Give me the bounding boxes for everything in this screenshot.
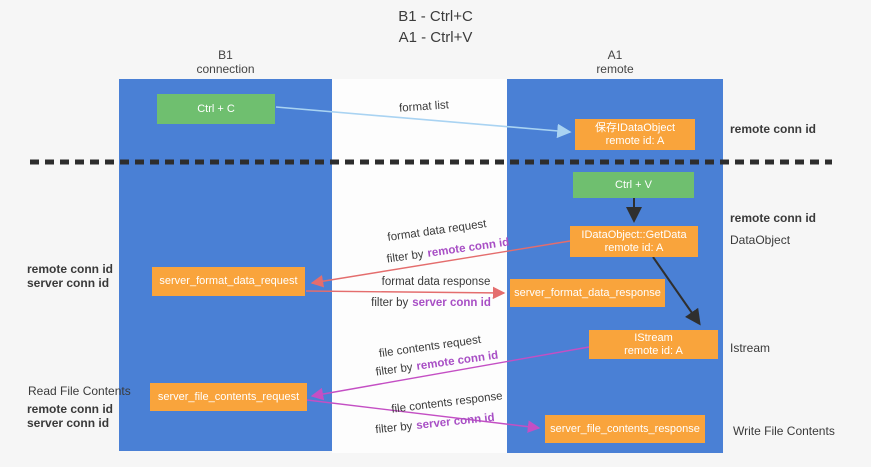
annot-read-file-contents: Read File Contents	[28, 384, 131, 398]
node-ctrl-v-label: Ctrl + V	[615, 178, 652, 191]
node-server-format-data-response: server_format_data_response	[510, 279, 665, 307]
title-line-1: B1 - Ctrl+C	[398, 8, 473, 25]
edge-label-format-data-response: format data response	[382, 276, 491, 288]
diagram-title: B1 - Ctrl+C A1 - Ctrl+V	[0, 6, 871, 48]
annot-write-file-contents: Write File Contents	[733, 424, 835, 438]
node-istream-line1: IStream	[634, 331, 673, 344]
lane-a1-subtitle: remote	[596, 62, 634, 76]
node-getdata-line1: IDataObject::GetData	[581, 228, 687, 241]
node-save-idataobject: 保存IDataObject remote id: A	[575, 119, 695, 150]
node-getdata-line2: remote id: A	[604, 241, 664, 254]
filter-by-text: filter by	[371, 297, 409, 309]
lane-header-a1: A1 remote	[507, 48, 723, 76]
annot-dataobject: DataObject	[730, 233, 791, 247]
node-server-file-contents-request-label: server_file_contents_request	[157, 390, 300, 403]
edge-label-filter-server-1: filter by server conn id	[371, 297, 491, 309]
node-server-format-data-response-label: server_format_data_response	[514, 286, 661, 299]
node-istream-line2: remote id: A	[624, 344, 683, 357]
node-server-format-data-request-label: server_format_data_request	[159, 275, 298, 287]
node-server-file-contents-response: server_file_contents_response	[545, 415, 705, 443]
node-istream: IStream remote id: A	[589, 330, 718, 359]
lane-a1-name: A1	[607, 48, 623, 62]
node-save-idataobject-line1: 保存IDataObject	[594, 121, 676, 134]
annot-istream: Istream	[730, 341, 771, 355]
annot-remote-conn-id-bottom-left: remote conn id	[27, 402, 114, 416]
annot-remote-conn-id-top-right: remote conn id	[730, 122, 817, 136]
node-server-format-data-request: server_format_data_request	[152, 267, 305, 296]
annot-remote-conn-id-mid-left: remote conn id	[27, 262, 114, 276]
node-idataobject-getdata: IDataObject::GetData remote id: A	[570, 226, 698, 257]
annot-server-conn-id-mid-left: server conn id	[27, 276, 110, 290]
lane-header-b1: B1 connection	[119, 48, 332, 76]
node-ctrl-v: Ctrl + V	[573, 172, 694, 198]
title-line-2: A1 - Ctrl+V	[398, 29, 473, 46]
node-server-file-contents-request: server_file_contents_request	[150, 383, 307, 411]
node-save-idataobject-line2: remote id: A	[605, 134, 665, 147]
node-ctrl-c: Ctrl + C	[157, 94, 275, 124]
lane-b1-subtitle: connection	[196, 62, 255, 76]
annot-server-conn-id-bottom-left: server conn id	[27, 416, 110, 430]
server-conn-id-text: server conn id	[412, 297, 491, 309]
node-server-file-contents-response-label: server_file_contents_response	[550, 422, 700, 435]
node-ctrl-c-label: Ctrl + C	[197, 102, 235, 115]
annot-remote-conn-id-mid-right: remote conn id	[730, 211, 817, 225]
format-data-response-text: format data response	[381, 276, 491, 288]
lane-b1-name: B1	[218, 48, 233, 62]
